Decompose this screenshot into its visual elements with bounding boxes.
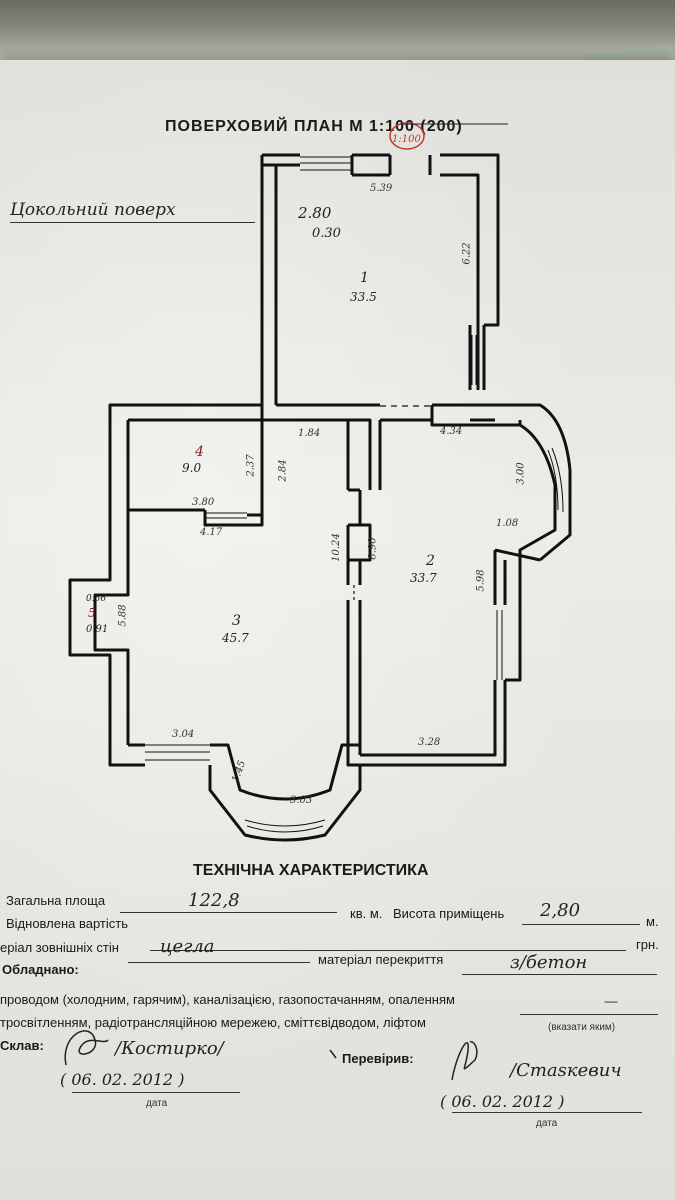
dim-3-28: 3.28 — [418, 737, 441, 748]
restored-cost-label: Відновлена вартість — [6, 916, 129, 931]
floor-material-line — [462, 974, 657, 975]
dim-1-08: 1.08 — [496, 518, 519, 529]
currency: грн. — [636, 937, 659, 952]
equipped-line-1: проводом (холодним, гарячим), каналізаці… — [0, 992, 455, 1007]
room-height-label: Висота приміщень — [393, 906, 505, 921]
equipped-line — [520, 1014, 658, 1015]
room-5-extra: 0.56 — [86, 594, 107, 604]
room-height-unit: м. — [646, 914, 659, 929]
floor-material-value: з/бетон — [510, 952, 588, 973]
room-1-number: 1 — [360, 270, 369, 286]
plan-title: ПОВЕРХОВИЙ ПЛАН М 1:100 (200) — [165, 118, 463, 135]
room-2-area: 33.7 — [410, 571, 437, 585]
equipped-label: Обладнано: — [2, 962, 79, 977]
floor-label-underline — [10, 222, 255, 223]
room-5-number: 5 — [88, 606, 96, 620]
height-label: 2.80 — [298, 204, 332, 222]
wall-material-line — [128, 962, 310, 963]
checked-date-label: дата — [536, 1118, 558, 1129]
composed-date: ( 06. 02. 2012 ) — [60, 1070, 185, 1089]
dim-4-34: 4.34 — [440, 426, 463, 437]
floor-material-label: матеріал перекриття — [318, 952, 444, 967]
tech-heading: ТЕХНІЧНА ХАРАКТЕРИСТИКА — [193, 862, 429, 879]
specify-label: (вказати яким) — [548, 1022, 616, 1033]
room-3-area: 45.7 — [222, 631, 249, 645]
room-height-value: 2,80 — [540, 900, 581, 921]
checked-signature: /Стаsкевич — [510, 1060, 622, 1081]
room-1-area: 33.5 — [350, 290, 377, 304]
dim-3-80: 3.80 — [192, 497, 215, 508]
room-3-number: 3 — [232, 613, 241, 629]
height-sub: 0.30 — [312, 226, 341, 241]
dim-5-39: 5.39 — [370, 183, 393, 194]
red-stamp-circle — [389, 122, 425, 150]
dim-1-84: 1.84 — [298, 428, 321, 439]
room-2-number: 2 — [426, 553, 435, 569]
dim-3-04: 3.04 — [172, 729, 195, 740]
floor-label: Цокольний поверх — [10, 200, 176, 220]
room-height-line — [522, 924, 640, 925]
room-5-area: 0.91 — [86, 624, 109, 635]
checked-date: ( 06. 02. 2012 ) — [440, 1092, 565, 1111]
document-sheet — [0, 60, 675, 1200]
room-4-number: 4 — [195, 444, 204, 460]
composed-label: Склав: — [0, 1038, 44, 1053]
composed-date-label: дата — [146, 1098, 168, 1109]
dim-3-03: 3.03 — [290, 795, 313, 806]
equipped-line-2: тросвітленням, радіотрансляційною мереже… — [0, 1015, 426, 1030]
stamp-text: 1:100 — [392, 134, 421, 145]
total-area-label: Загальна площа — [6, 893, 106, 908]
room-4-area: 9.0 — [182, 461, 202, 475]
wall-material-label: еріал зовнішніх стін — [0, 940, 119, 955]
equipped-dash: — — [604, 994, 618, 1010]
dim-4-17: 4.17 — [200, 527, 223, 538]
checked-date-line — [452, 1112, 642, 1113]
wall-material-value: цегла — [160, 936, 215, 957]
walls — [68, 153, 572, 842]
total-area-line — [120, 912, 337, 913]
restored-cost-line — [150, 950, 626, 951]
area-unit: кв. м. — [350, 906, 383, 921]
composed-date-line — [72, 1092, 240, 1093]
composed-signature: /Костирко/ — [115, 1038, 224, 1059]
total-area-value: 122,8 — [188, 890, 240, 911]
checked-label: Перевірив: — [342, 1051, 414, 1066]
